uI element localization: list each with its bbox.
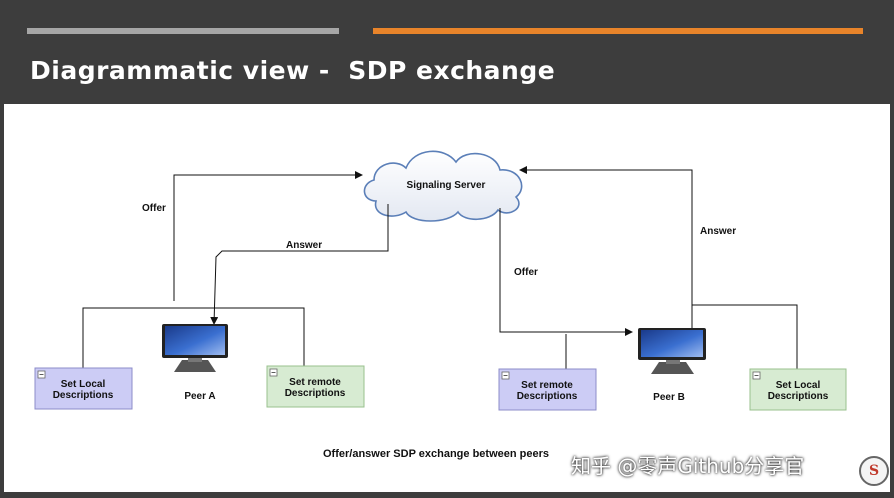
diagram-panel: Signaling Server Offer Answer Offer Answ… [4,104,890,492]
diagram-caption: Offer/answer SDP exchange between peers [323,448,549,460]
left-offer-label: Offer [142,203,166,214]
peer-b-right-connector [692,304,798,369]
peer-b-label: Peer B [653,392,685,403]
box-set-remote-b: Set remote Descriptions [498,368,597,411]
slide-title: Diagrammatic view - SDP exchange [30,56,556,85]
svg-text:Set Local: Set Local [61,379,106,390]
svg-text:Descriptions: Descriptions [768,391,829,402]
svg-text:Descriptions: Descriptions [53,390,114,401]
svg-text:Descriptions: Descriptions [285,388,346,399]
peer-a-connector [82,307,305,368]
svg-text:Set remote: Set remote [521,380,573,391]
peer-b-monitor-icon [638,328,706,374]
server-label: Signaling Server [407,180,486,191]
right-answer-label: Answer [700,226,736,237]
left-answer-arrow [210,204,389,325]
right-answer-arrow [519,166,693,330]
peer-a-label: Peer A [184,391,215,402]
box-set-local-b: Set Local Descriptions [749,368,847,411]
svg-text:Descriptions: Descriptions [517,391,578,402]
box-set-remote-a: Set remote Descriptions [266,365,365,408]
svg-text:Set Local: Set Local [776,380,821,391]
watermark-logo-icon: S [859,456,889,486]
box-set-local-a: Set Local Descriptions [34,367,133,410]
left-answer-label: Answer [286,240,322,251]
left-offer-arrow [173,171,363,301]
progress-bar-inactive [27,28,339,34]
svg-text:Set remote: Set remote [289,377,341,388]
sdp-exchange-diagram: Signaling Server Offer Answer Offer Answ… [34,150,847,460]
watermark-text: 知乎 @零声Github分享官 [571,454,805,478]
signaling-server-cloud: Signaling Server [363,150,523,222]
peer-a-monitor-icon [162,324,228,372]
right-offer-label: Offer [514,267,538,278]
right-offer-arrow [499,208,633,336]
progress-bar-active [373,28,863,34]
